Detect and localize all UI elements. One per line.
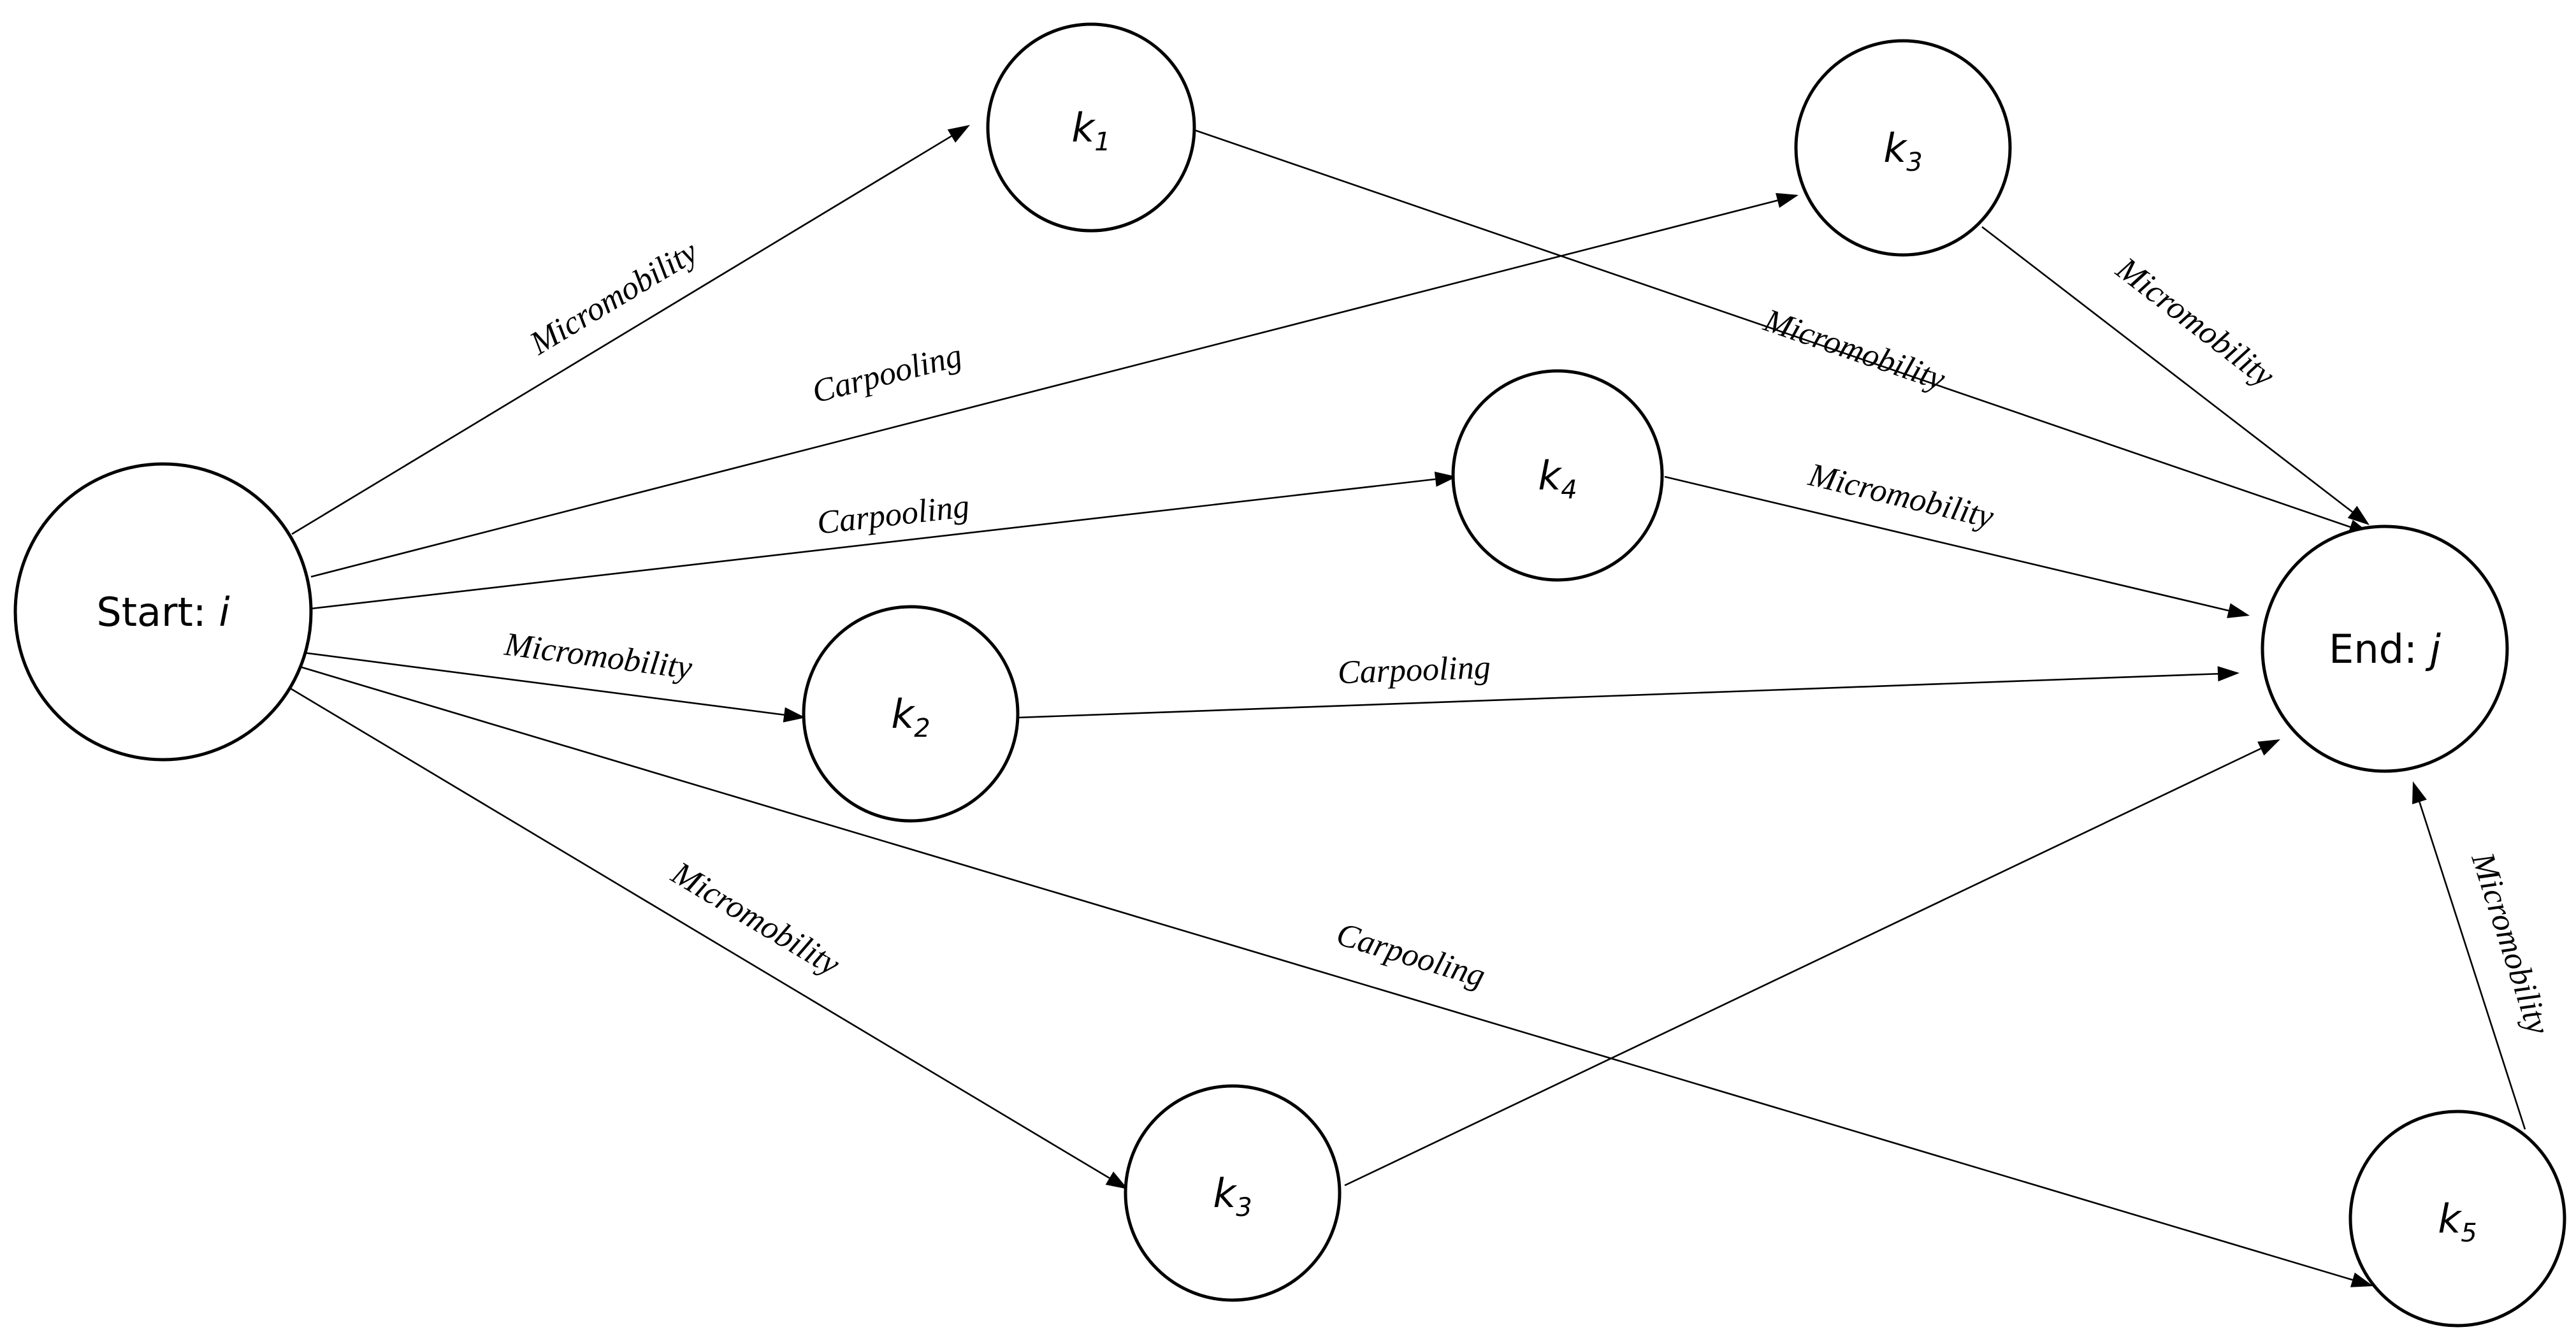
edge-start-k3bottom	[287, 686, 1128, 1189]
edge-label: Carpooling	[809, 337, 966, 410]
arrowhead-icon	[2217, 666, 2240, 682]
node-label-text: End:	[2329, 626, 2429, 672]
node-label: k1	[1071, 105, 1110, 157]
edge-label: Carpooling	[815, 488, 971, 542]
node-label-variable: k	[1538, 452, 1562, 499]
node-label-subscript: 5	[2461, 1219, 2477, 1248]
edge-k5-end	[2412, 781, 2526, 1130]
node-circle	[986, 22, 1196, 233]
edge-label: Micromobility	[665, 855, 846, 983]
edge-label: Micromobility	[2109, 250, 2282, 394]
node-circle	[1451, 369, 1664, 582]
arrowhead-icon	[2347, 505, 2370, 525]
node-label-variable: k	[1071, 105, 1096, 151]
node-k3top: k3	[1794, 39, 2012, 257]
arrowhead-icon	[947, 125, 970, 143]
edge-line	[1981, 226, 2353, 513]
edge-start-k3top	[310, 192, 1798, 578]
node-end: End: j	[2261, 525, 2509, 773]
arrowhead-icon	[1776, 192, 1798, 208]
node-label-variable: k	[891, 691, 915, 737]
node-k2: k2	[802, 605, 1020, 823]
node-circle	[1794, 39, 2012, 257]
edge-line	[1017, 672, 2218, 719]
arrowhead-icon	[2412, 781, 2427, 805]
edge-start-k2	[293, 650, 806, 723]
arrowhead-icon	[783, 707, 806, 723]
node-label-text: Start:	[96, 589, 219, 635]
node-circle	[2261, 525, 2509, 773]
edge-line	[1664, 475, 2229, 612]
arrowhead-icon	[2257, 739, 2280, 756]
edge-line	[1194, 129, 2351, 528]
arrowhead-icon	[2350, 1272, 2373, 1287]
arrowhead-icon	[2227, 603, 2250, 618]
edge-line	[299, 665, 2353, 1281]
node-circle	[1124, 1084, 1342, 1302]
edge-start-k1	[291, 125, 970, 535]
node-circle	[802, 605, 1020, 823]
node-label-variable: k	[1883, 125, 1907, 171]
node-label-subscript: 4	[1561, 475, 1577, 505]
arrowhead-icon	[1434, 471, 1457, 487]
edge-label: Micromobility	[523, 233, 704, 362]
node-label: k5	[2438, 1196, 2477, 1248]
edge-label: Micromobility	[1759, 302, 1950, 398]
arrowhead-icon	[1105, 1171, 1128, 1189]
edge-labels-layer: MicromobilityCarpoolingCarpoolingMicromo…	[502, 233, 2557, 1039]
edge-k2-end	[1017, 666, 2240, 719]
edge-line	[310, 199, 1778, 578]
node-circle	[13, 462, 313, 762]
node-label: Start: i	[96, 589, 229, 635]
node-k5: k5	[2348, 1110, 2566, 1328]
edge-label: Micromobility	[502, 626, 695, 686]
node-label: k4	[1538, 452, 1577, 505]
node-label-subscript: 2	[914, 714, 930, 743]
edge-start-k5	[299, 665, 2373, 1287]
edge-label: Micromobility	[1805, 456, 1998, 535]
edges-layer	[287, 125, 2526, 1287]
node-label-subscript: 3	[1236, 1193, 1252, 1222]
node-k1: k1	[986, 22, 1196, 233]
edge-line	[291, 135, 952, 535]
edge-line	[1344, 748, 2261, 1187]
edge-start-k4	[310, 471, 1457, 610]
node-label: End: j	[2329, 626, 2441, 672]
node-label-variable: i	[219, 589, 229, 635]
node-label-subscript: 3	[1906, 148, 1922, 177]
node-label: k3	[1883, 125, 1922, 177]
node-label-subscript: 1	[1094, 127, 1110, 157]
edge-line	[2419, 801, 2526, 1130]
node-label: k3	[1213, 1170, 1252, 1222]
node-label: k2	[891, 691, 930, 743]
edge-k4-end	[1664, 475, 2250, 618]
edge-line	[293, 650, 785, 716]
edge-label: Carpooling	[1337, 649, 1491, 691]
node-k4: k4	[1451, 369, 1664, 582]
edge-line	[287, 686, 1110, 1179]
edge-label: Micromobility	[2464, 848, 2557, 1039]
node-label-variable: k	[2438, 1196, 2462, 1242]
node-k3bottom: k3	[1124, 1084, 1342, 1302]
node-label-variable: k	[1213, 1170, 1237, 1217]
edge-line	[310, 478, 1436, 610]
node-circle	[2348, 1110, 2566, 1328]
edge-k3top-end	[1981, 226, 2370, 525]
node-start: Start: i	[13, 462, 313, 762]
edge-k3bottom-end	[1344, 739, 2280, 1187]
